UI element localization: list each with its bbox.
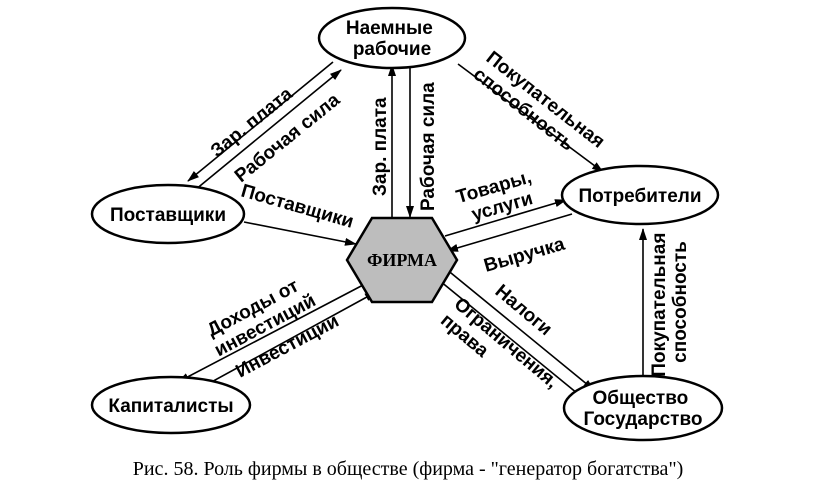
consumers-label: Потребители: [578, 186, 701, 207]
firm-label: ФИРМА: [367, 250, 437, 270]
label-restrictions-rights: Ограничения, права: [436, 294, 566, 413]
label-goods-services: Товары, услуги: [454, 165, 545, 228]
node-state: Общество Государство: [562, 374, 724, 442]
arrow-suppliers-to-firm: [243, 221, 357, 246]
state-label-line2: Государство: [584, 409, 703, 430]
node-consumers: Потребители: [560, 164, 720, 226]
svg-text:Общество Государство: Общество Государство: [584, 388, 703, 430]
arrow-workers-purchasing-power: [457, 63, 604, 173]
arrow-revenue-to-firm: [446, 213, 573, 252]
arrow-income-to-capitalists: [177, 283, 366, 383]
node-suppliers: Поставщики: [90, 183, 246, 245]
label-workers-purchasing-power: Покупательная способность: [469, 47, 613, 172]
workers-label-line1: Наемные: [346, 18, 433, 39]
node-workers: Наемные рабочие: [317, 6, 467, 70]
capitalists-label: Капиталисты: [108, 396, 233, 417]
arrow-labor-to-workers: [194, 69, 342, 191]
arrow-investments-to-firm: [194, 291, 377, 392]
label-state-purchasing-power: Покупательная способность: [649, 227, 691, 376]
arrow-wages-to-suppliers: [187, 61, 334, 182]
node-capitalists: Капиталисты: [90, 375, 252, 435]
arrow-goods-to-consumers: [444, 199, 567, 237]
figure-caption: Рис. 58. Роль фирмы в обществе (фирма - …: [133, 458, 684, 480]
workers-label-line2: рабочие: [353, 39, 431, 60]
arrow-taxes-to-state: [439, 263, 595, 391]
label-labor-to-firm: Рабочая сила: [418, 82, 439, 211]
suppliers-label: Поставщики: [110, 205, 226, 226]
label-revenue: Выручка: [482, 234, 568, 277]
label-wages-to-workers: Зар. плата: [370, 97, 391, 196]
arrow-restrictions-to-firm: [428, 271, 584, 399]
node-firm: ФИРМА: [345, 216, 459, 304]
state-label-line1: Общество: [592, 388, 688, 409]
svg-text:Наемные рабочие: Наемные рабочие: [346, 18, 438, 60]
arrows: [177, 61, 647, 399]
